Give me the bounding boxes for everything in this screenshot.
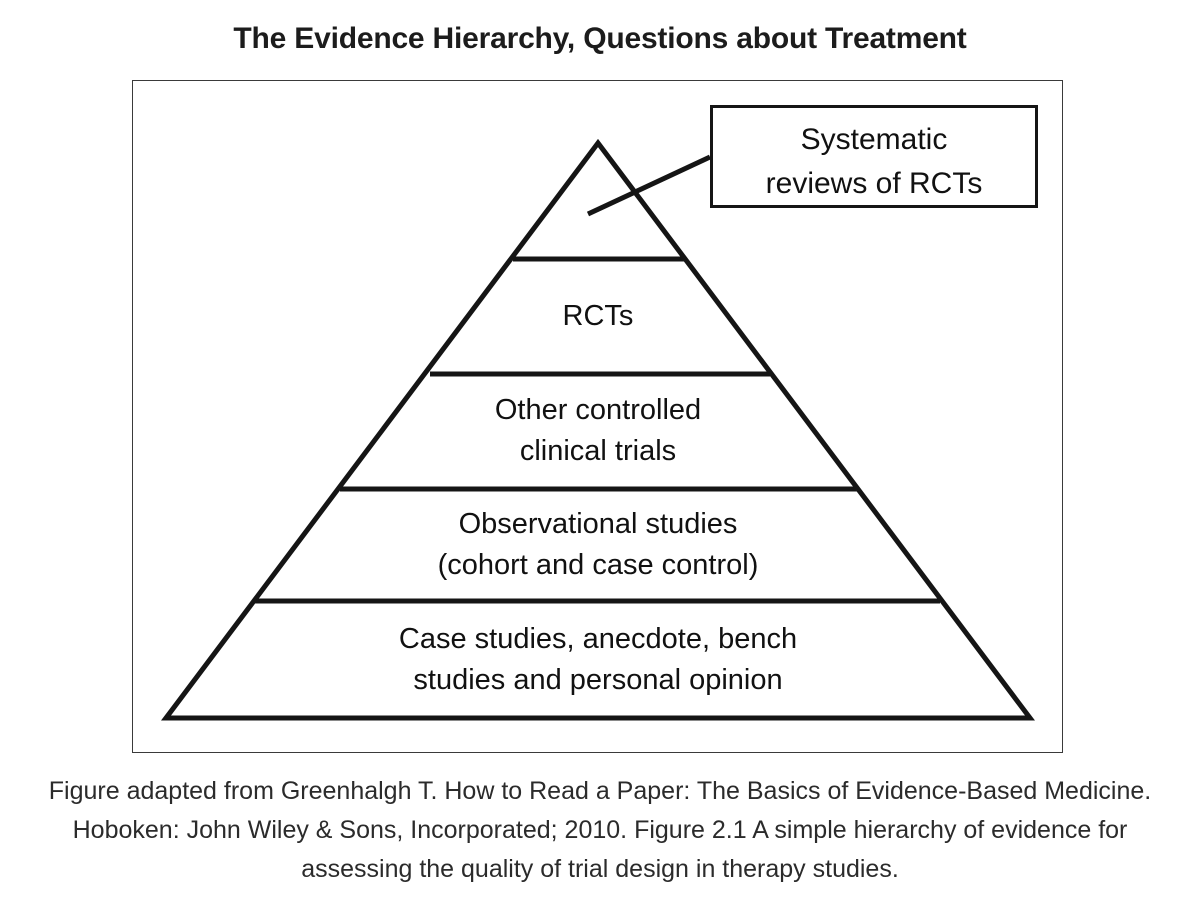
figure-caption: Figure adapted from Greenhalgh T. How to… — [48, 777, 1152, 883]
pyramid-tier-label-other-controlled-trials: Other controlled clinical trials — [494, 394, 702, 468]
pyramid-tier-label-observational-studies: Observational studies (cohort and case c… — [437, 508, 759, 582]
callout-box-systematic-reviews: Systematic reviews of RCTs — [710, 105, 1038, 208]
callout-box-label: Systematic reviews of RCTs — [765, 123, 983, 200]
pyramid-tier-label-case-studies: Case studies, anecdote, bench studies an… — [398, 623, 798, 697]
page-title: The Evidence Hierarchy, Questions about … — [233, 22, 967, 55]
pyramid-tier-label-rcts: RCTs — [562, 300, 634, 332]
